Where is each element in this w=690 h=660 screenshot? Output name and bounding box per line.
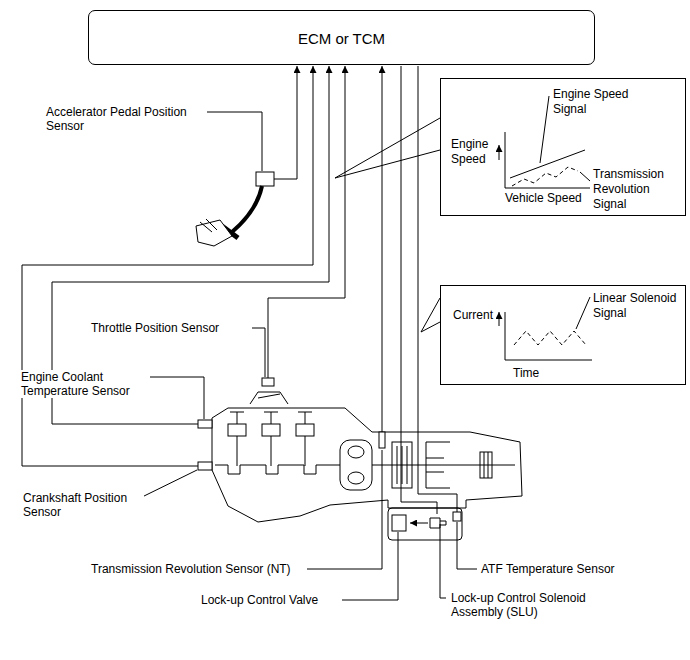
leader-line	[203, 112, 262, 171]
lock-up-valve	[392, 515, 406, 531]
axis-label: Time	[513, 366, 573, 381]
drawing-shape	[262, 424, 280, 436]
drawing-line	[298, 412, 312, 466]
leader-line	[540, 96, 549, 163]
part-label: Engine Coolant Temperature Sensor	[20, 370, 150, 398]
graph-axis	[505, 132, 590, 188]
axis-arrow	[499, 145, 500, 160]
pedal-sensor	[256, 172, 274, 186]
signal-wire	[382, 66, 383, 432]
foot	[200, 219, 217, 232]
drawing-shape	[348, 472, 364, 484]
axis-label: Vehicle Speed	[505, 191, 595, 206]
drawing-shape	[296, 424, 314, 436]
leader-line	[140, 470, 197, 498]
part-label: Lock-up Control Valve	[200, 593, 342, 607]
drawing-line	[264, 412, 278, 466]
output-shaft	[372, 465, 515, 466]
part-label: Lock-up Control Solenoid Assembly (SLU)	[450, 591, 612, 619]
leader-line	[337, 532, 398, 600]
signal-wire	[401, 66, 437, 514]
leader-line	[248, 328, 265, 377]
part-label: Throttle Position Sensor	[90, 321, 252, 335]
atf-sensor	[453, 512, 461, 521]
crank-sensor	[198, 462, 212, 470]
axis-label: Engine Speed	[451, 137, 495, 167]
solenoid-current-wave	[514, 331, 586, 345]
transmission-speed-line	[512, 167, 578, 186]
signal-name: Linear Solenoid Signal	[593, 291, 683, 321]
signal-name: Engine Speed Signal	[553, 87, 653, 117]
crankshaft	[215, 465, 340, 474]
graph-callout: Engine Speed SignalEngine SpeedTransmiss…	[440, 78, 686, 216]
throttle-sensor	[262, 378, 274, 386]
graph-callout: Linear Solenoid SignalCurrentTime	[440, 285, 686, 385]
drawing-line	[230, 412, 244, 466]
axis-arrow	[499, 312, 500, 326]
engine-speed-line	[510, 150, 585, 178]
part-label: ATF Temperature Sensor	[480, 562, 642, 576]
leader-line	[580, 172, 590, 181]
throttle-body	[250, 392, 288, 404]
drawing-shape	[228, 424, 246, 436]
callout-pointer	[421, 298, 440, 332]
signal-wire	[418, 66, 457, 512]
axis-label: Current	[453, 308, 503, 323]
part-label: Transmission Revolution Sensor (NT)	[90, 562, 307, 576]
graph-axis	[505, 312, 592, 360]
leader-line	[302, 450, 382, 569]
unit-name: ECM or TCM	[89, 30, 594, 48]
leader-line	[576, 297, 590, 329]
leader-line	[150, 377, 204, 419]
part-label: Accelerator Pedal Position Sensor	[45, 105, 207, 133]
signal-wire	[268, 66, 345, 378]
signal-name: Transmission Revolution Signal	[593, 167, 685, 212]
callout-pointer	[335, 118, 440, 178]
signal-wire	[22, 66, 313, 466]
valve-body	[388, 508, 462, 540]
solenoid	[430, 518, 446, 528]
drawing-line	[484, 452, 488, 478]
pedal-arm	[232, 186, 262, 232]
nt-sensor	[379, 432, 385, 448]
hydraulic-arrow	[410, 523, 428, 524]
leader-line	[440, 524, 446, 598]
signal-wire	[274, 66, 297, 179]
drawing-shape	[348, 446, 364, 458]
cylinders	[228, 412, 314, 466]
housing	[212, 408, 522, 522]
drawing-shape	[22, 66, 592, 600]
output-gear	[480, 452, 492, 478]
part-label: Crankshaft Position Sensor	[22, 491, 144, 519]
ect-sensor	[198, 420, 212, 428]
leader-line	[457, 522, 477, 569]
foot	[196, 220, 232, 246]
control-unit-box: ECM or TCM	[88, 10, 595, 65]
torque-converter	[340, 440, 372, 490]
